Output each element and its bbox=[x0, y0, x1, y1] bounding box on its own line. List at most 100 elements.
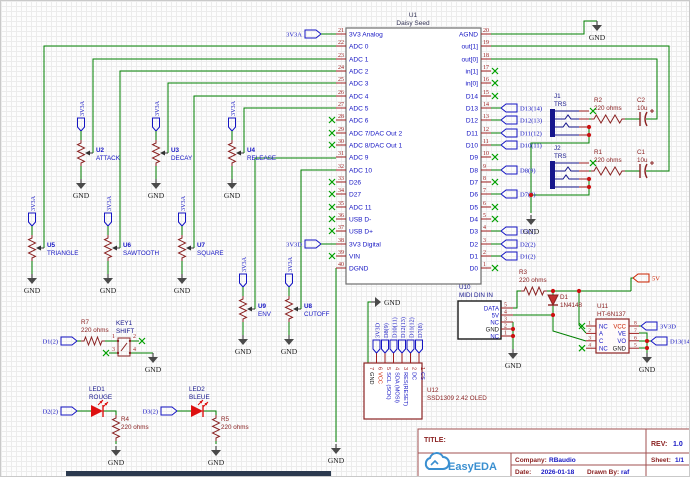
gnd-symbol[interactable]: GND bbox=[100, 274, 117, 295]
gnd-symbol[interactable]: GND bbox=[235, 335, 252, 356]
net-flag[interactable]: D1(2) bbox=[42, 336, 78, 346]
wire bbox=[500, 115, 518, 125]
gnd-symbol[interactable]: GND bbox=[148, 179, 165, 200]
gnd-symbol[interactable]: GND bbox=[24, 274, 41, 295]
net-flag[interactable]: 3V3D bbox=[372, 322, 381, 354]
net-flag[interactable]: 3V3D bbox=[640, 321, 676, 331]
net-flag-label: D10(11) bbox=[391, 317, 398, 338]
net-flag[interactable]: 3V3A bbox=[228, 100, 237, 132]
resistor-symbol[interactable] bbox=[177, 235, 187, 261]
resistor-symbol[interactable] bbox=[103, 235, 113, 261]
net-flag[interactable]: D10(11) bbox=[500, 140, 542, 150]
net-flag[interactable]: 3V3A bbox=[285, 256, 294, 288]
resistor-symbol[interactable] bbox=[111, 415, 121, 441]
resistor-symbol[interactable] bbox=[521, 285, 547, 297]
net-flag[interactable]: D10(11) bbox=[389, 317, 398, 354]
gnd-symbol[interactable]: GND bbox=[73, 179, 90, 200]
net-flag-label: 5V bbox=[652, 276, 660, 283]
net-flag[interactable]: D7(8) bbox=[500, 189, 536, 199]
net-flag[interactable]: D7(8) bbox=[415, 323, 424, 354]
gnd-symbol[interactable]: GND bbox=[145, 353, 162, 374]
pin-name: ADC 8/DAC Out 1 bbox=[349, 143, 402, 150]
gnd-label: GND bbox=[174, 286, 191, 295]
resistor-symbol[interactable] bbox=[591, 114, 625, 124]
net-flag[interactable]: 3V3A bbox=[104, 195, 113, 227]
net-flag[interactable]: 5V bbox=[632, 273, 660, 283]
gnd-symbol[interactable]: GND bbox=[281, 335, 298, 356]
net-flag[interactable]: D3(2) bbox=[142, 406, 178, 416]
net-flag[interactable]: D1(2) bbox=[500, 251, 536, 261]
gnd-symbol[interactable]: GND bbox=[224, 179, 241, 200]
gnd-symbol[interactable]: GND bbox=[108, 446, 125, 467]
net-flag[interactable]: 3V3A bbox=[28, 195, 37, 227]
net-flag[interactable]: 3V3D bbox=[286, 239, 322, 249]
net-flag-label: 3V3A bbox=[287, 256, 294, 272]
gnd-symbol[interactable]: GND bbox=[328, 444, 345, 465]
net-flag[interactable]: D2(2) bbox=[42, 406, 78, 416]
gnd-symbol[interactable]: GND bbox=[639, 353, 656, 374]
net-flag[interactable]: 3V3A bbox=[77, 100, 86, 132]
resistor-symbol[interactable] bbox=[591, 166, 625, 176]
gnd-symbol[interactable]: GND bbox=[523, 215, 540, 236]
resistor-symbol[interactable] bbox=[151, 140, 161, 166]
net-flag[interactable]: D12(13) bbox=[398, 317, 407, 354]
wire bbox=[591, 166, 625, 176]
net-flag[interactable]: D11(12) bbox=[500, 128, 542, 138]
resistor-symbol[interactable] bbox=[284, 296, 294, 322]
net-flag[interactable]: 3V3A bbox=[152, 100, 161, 132]
pin-number: 2 bbox=[504, 324, 507, 330]
component-u11-optocoupler[interactable]: U11HT-6N1371NC2A3C4NC8VCC7VE6VO5GND3V3DD… bbox=[578, 303, 690, 374]
pin-number: 34 bbox=[338, 188, 344, 194]
resistor-symbol[interactable] bbox=[76, 140, 86, 166]
net-flag[interactable]: D8(9) bbox=[381, 323, 390, 354]
resistor-symbol[interactable] bbox=[27, 235, 37, 261]
net-flag[interactable]: D13(14) bbox=[500, 103, 542, 113]
pin-name: ADC 7/DAC Out 2 bbox=[349, 131, 402, 138]
gnd-symbol[interactable]: GND bbox=[371, 297, 401, 307]
resistor-symbol[interactable] bbox=[211, 415, 221, 441]
net-flag[interactable]: 3V3A bbox=[286, 29, 322, 39]
resistor-symbol[interactable] bbox=[238, 296, 248, 322]
net-flag[interactable]: D13(14) bbox=[650, 336, 690, 346]
net-flag[interactable]: D11(12) bbox=[406, 317, 415, 354]
net-flag[interactable]: 3V3A bbox=[239, 256, 248, 288]
resistor-symbol[interactable] bbox=[227, 140, 237, 166]
resistor-symbol[interactable] bbox=[81, 335, 105, 347]
wire bbox=[500, 189, 518, 199]
wiper-arrow-icon bbox=[236, 150, 241, 156]
net-flag[interactable]: D12(13) bbox=[500, 115, 542, 125]
gnd-symbol[interactable]: GND bbox=[208, 446, 225, 467]
gnd-symbol[interactable]: GND bbox=[589, 21, 606, 42]
net-flag[interactable]: D8(9) bbox=[500, 165, 536, 175]
gnd-symbol[interactable]: GND bbox=[505, 349, 522, 370]
net-flag[interactable]: D3(2) bbox=[500, 226, 536, 236]
gnd-symbol[interactable]: GND bbox=[174, 274, 191, 295]
net-flag[interactable]: 3V3A bbox=[178, 195, 187, 227]
net-flag[interactable]: D2(2) bbox=[500, 239, 536, 249]
